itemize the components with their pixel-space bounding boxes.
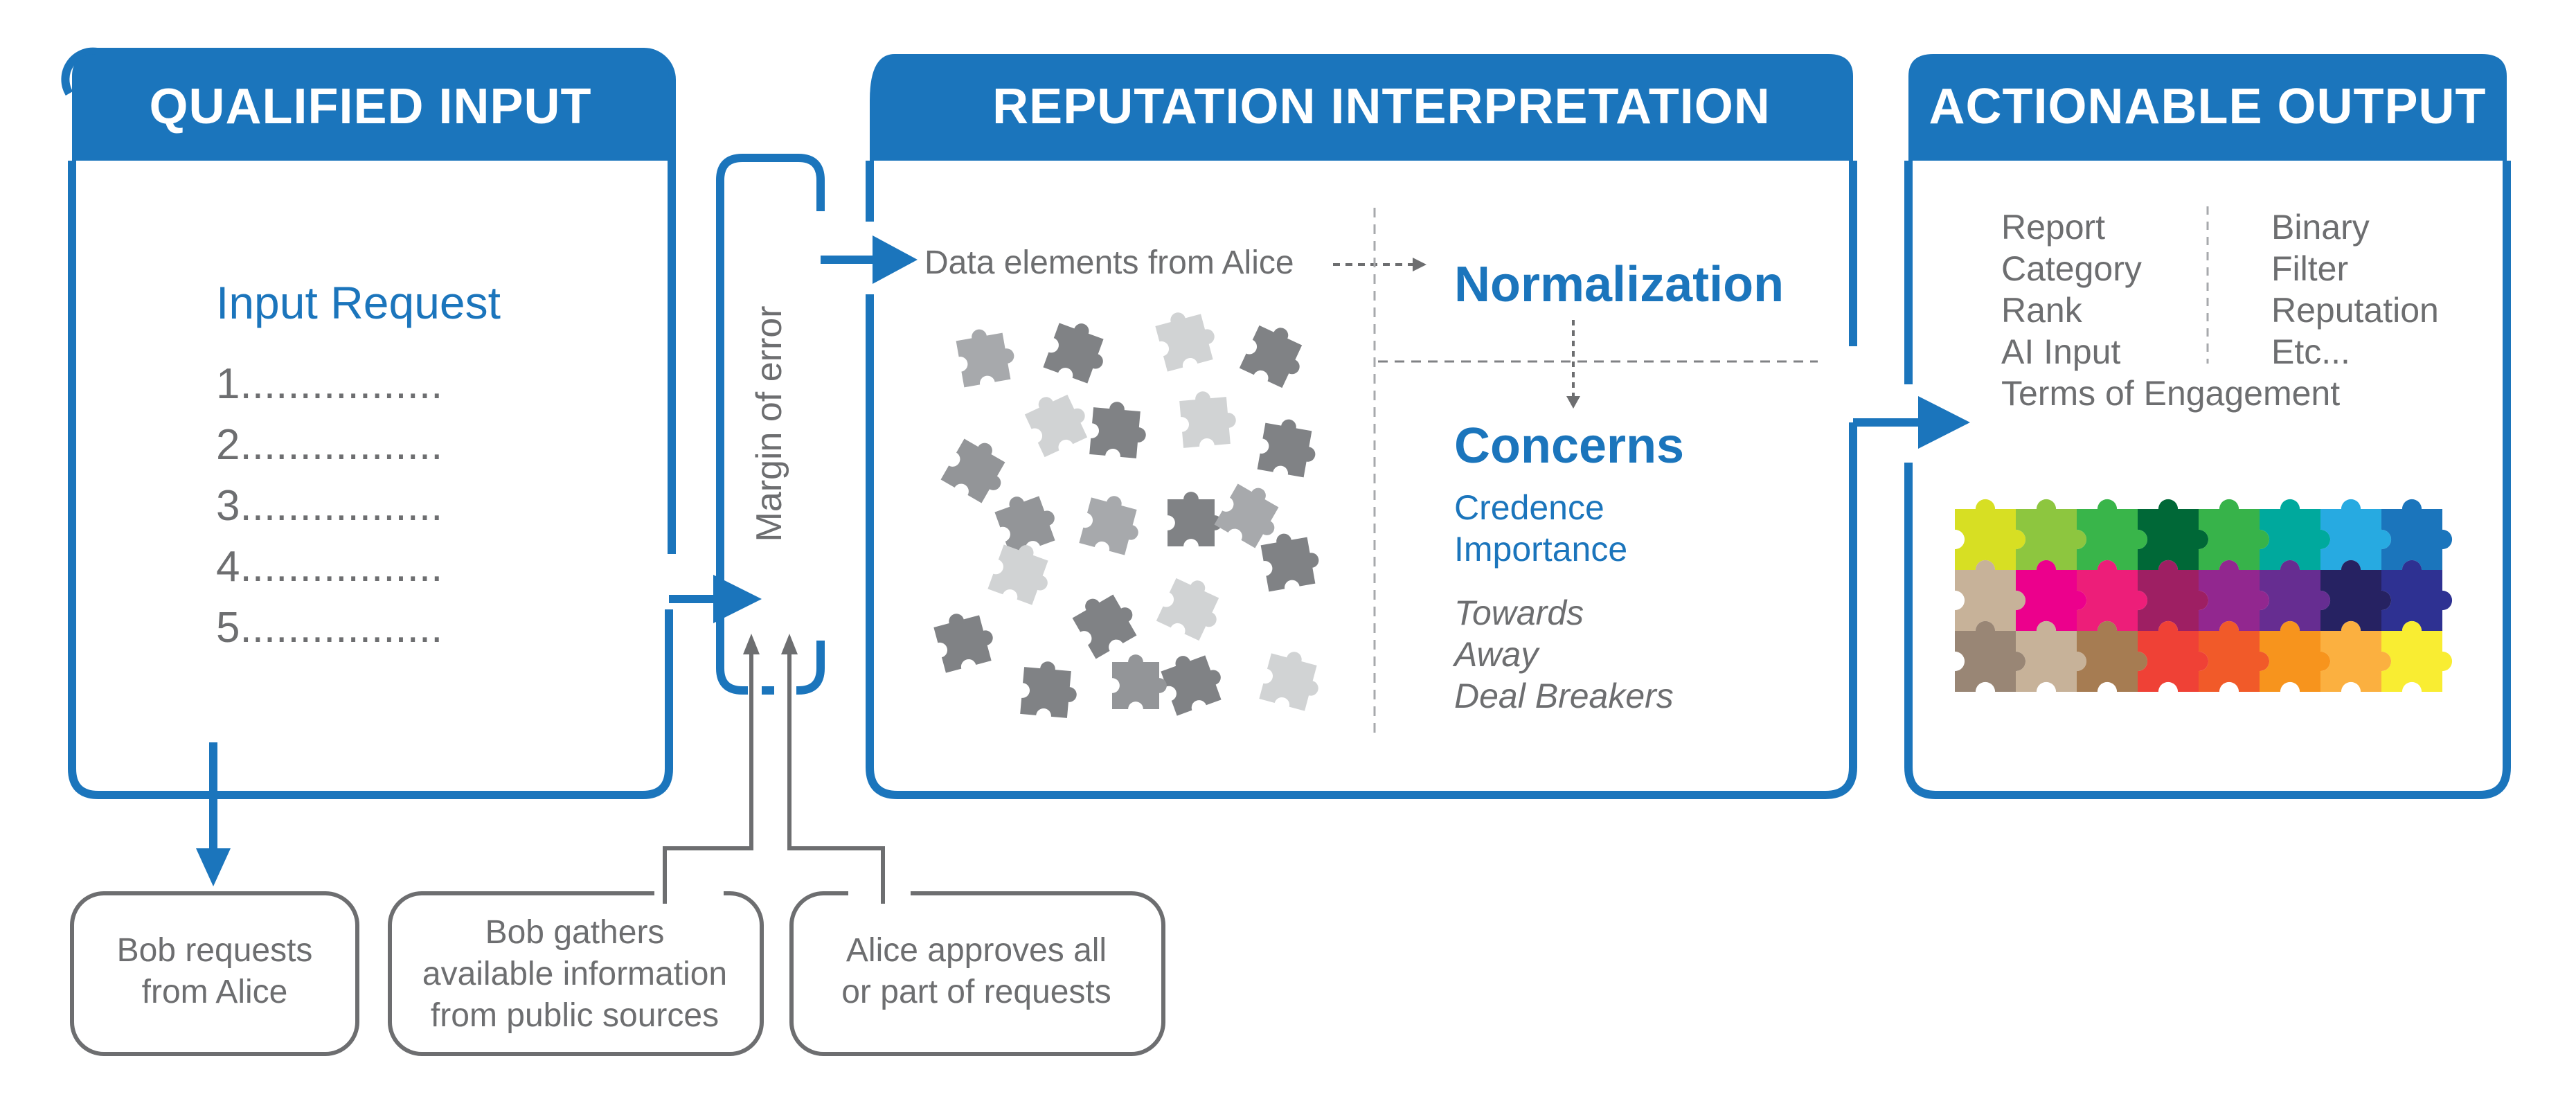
gray-puzzle-piece	[1239, 325, 1303, 388]
input-request-item-4: 4.................	[216, 543, 442, 591]
gray-puzzle-piece	[1179, 391, 1236, 448]
gray-puzzle-piece	[1214, 483, 1279, 548]
gray-puzzle-piece	[1079, 496, 1138, 555]
note-bob-requests: Bob requests from Alice	[70, 891, 359, 1056]
gray-puzzle-piece	[1043, 323, 1104, 384]
panel-qualified-input: QUALIFIED INPUT Input Request 1.........…	[61, 47, 676, 799]
output-left-item-category: Category	[2001, 249, 2142, 288]
note-bob-gathers-line-2: available information	[422, 956, 727, 992]
direction-item-away: Away	[1452, 635, 1540, 674]
dotted-arrow-to-normalization	[1333, 258, 1426, 271]
direction-item-towards: Towards	[1454, 593, 1584, 632]
panel-reputation-interpretation: REPUTATION INTERPRETATION Data elements …	[866, 54, 1857, 799]
arrow-input-to-bob-requests	[196, 742, 231, 886]
color-puzzle-piece	[1955, 560, 2026, 631]
color-puzzle-piece	[2320, 620, 2392, 692]
gray-puzzle-piece	[1259, 652, 1318, 711]
panel-actionable-output: ACTIONABLE OUTPUT Report Category Rank A…	[1904, 54, 2511, 799]
gray-puzzle-piece	[1072, 594, 1137, 659]
color-puzzle-piece	[2260, 620, 2331, 692]
color-puzzle-piece	[2320, 499, 2392, 570]
note-alice-approves-line-2: or part of requests	[841, 974, 1111, 1010]
color-puzzle-piece	[2260, 560, 2331, 631]
gray-puzzle-piece	[956, 329, 1014, 388]
arrow-margin-to-reputation	[821, 235, 918, 284]
color-puzzle-piece	[2138, 499, 2209, 570]
gray-puzzle-piece	[994, 496, 1055, 557]
input-request-title: Input Request	[216, 277, 501, 328]
color-puzzle-piece	[2077, 560, 2148, 631]
color-puzzle-piece	[2016, 560, 2087, 631]
input-request-item-3: 3.................	[216, 482, 442, 530]
gray-puzzle-piece	[933, 614, 993, 673]
gray-puzzle-piece	[1156, 578, 1219, 641]
gray-puzzle-piece	[987, 544, 1048, 605]
note-bob-requests-line-1: Bob requests	[117, 932, 313, 969]
color-puzzle-piece	[2016, 620, 2087, 692]
color-puzzle-piece	[2381, 620, 2453, 692]
color-puzzle-piece	[2320, 560, 2392, 631]
gray-puzzle-piece	[1089, 402, 1146, 458]
actionable-output-title: ACTIONABLE OUTPUT	[1929, 79, 2487, 134]
color-puzzle-piece	[2199, 620, 2270, 692]
color-puzzle-piece	[1955, 499, 2026, 570]
note-bob-requests-line-2: from Alice	[142, 974, 288, 1010]
gray-puzzle-piece	[1112, 654, 1167, 709]
arrow-alice-approves-to-margin	[781, 634, 885, 904]
reputation-interpretation-title: REPUTATION INTERPRETATION	[992, 79, 1771, 134]
arrow-input-to-margin	[669, 575, 762, 623]
qualified-input-title: QUALIFIED INPUT	[150, 79, 592, 134]
color-puzzle-piece	[2138, 560, 2209, 631]
output-left-item-ai-input: AI Input	[2001, 332, 2120, 371]
gray-puzzle-piece	[1024, 394, 1088, 458]
concern-item-credence: Credence	[1454, 488, 1604, 527]
gray-puzzle-piece	[940, 438, 1005, 503]
input-request-item-2: 2.................	[216, 421, 442, 469]
input-request-item-5: 5.................	[216, 604, 442, 652]
gray-puzzle-piece	[1260, 533, 1319, 592]
color-puzzle-piece	[2077, 620, 2148, 692]
output-right-item-filter: Filter	[2271, 249, 2348, 288]
color-puzzle-piece	[2138, 620, 2209, 692]
gray-puzzle-piece	[1161, 655, 1222, 716]
dotted-arrow-to-concerns	[1566, 320, 1580, 409]
arrow-bob-gathers-to-margin	[663, 634, 760, 904]
concerns-label: Concerns	[1454, 418, 1684, 474]
note-alice-approves: Alice approves all or part of requests	[789, 879, 1165, 1056]
color-puzzle-piece	[2381, 560, 2453, 631]
output-right-item-etc: Etc...	[2271, 332, 2350, 371]
arrow-reputation-to-actionable	[1853, 396, 1970, 449]
margin-of-error-label: Margin of error	[749, 306, 789, 542]
color-puzzle-piece	[2199, 499, 2270, 570]
gray-puzzle-piece	[1168, 492, 1222, 546]
note-bob-gathers-line-3: from public sources	[431, 997, 719, 1034]
output-right-item-reputation: Reputation	[2271, 291, 2439, 330]
color-puzzle-piece	[2381, 499, 2453, 570]
gray-puzzle-piece	[1020, 661, 1077, 718]
output-left-item-rank: Rank	[2001, 291, 2083, 330]
assembled-color-puzzle	[1955, 499, 2453, 692]
gray-puzzle-piece	[1257, 419, 1316, 478]
note-alice-approves-line-1: Alice approves all	[846, 932, 1107, 969]
output-left-item-report: Report	[2001, 208, 2105, 247]
gray-puzzle-piece	[1155, 312, 1215, 372]
input-request-item-1: 1.................	[216, 360, 442, 408]
color-puzzle-piece	[1955, 620, 2026, 692]
margin-of-error-bracket: Margin of error	[716, 154, 825, 695]
data-elements-label: Data elements from Alice	[924, 244, 1294, 281]
output-right-item-binary: Binary	[2271, 208, 2370, 247]
scattered-puzzle-pieces	[933, 312, 1319, 718]
color-puzzle-piece	[2199, 560, 2270, 631]
color-puzzle-piece	[2077, 499, 2148, 570]
color-puzzle-piece	[2260, 499, 2331, 570]
normalization-label: Normalization	[1454, 257, 1784, 312]
output-item-terms-of-engagement: Terms of Engagement	[2001, 374, 2340, 413]
concern-item-importance: Importance	[1454, 530, 1627, 569]
note-bob-gathers-line-1: Bob gathers	[485, 914, 665, 951]
direction-item-deal-breakers: Deal Breakers	[1454, 677, 1674, 715]
color-puzzle-piece	[2016, 499, 2087, 570]
note-bob-gathers: Bob gathers available information from p…	[388, 879, 764, 1056]
